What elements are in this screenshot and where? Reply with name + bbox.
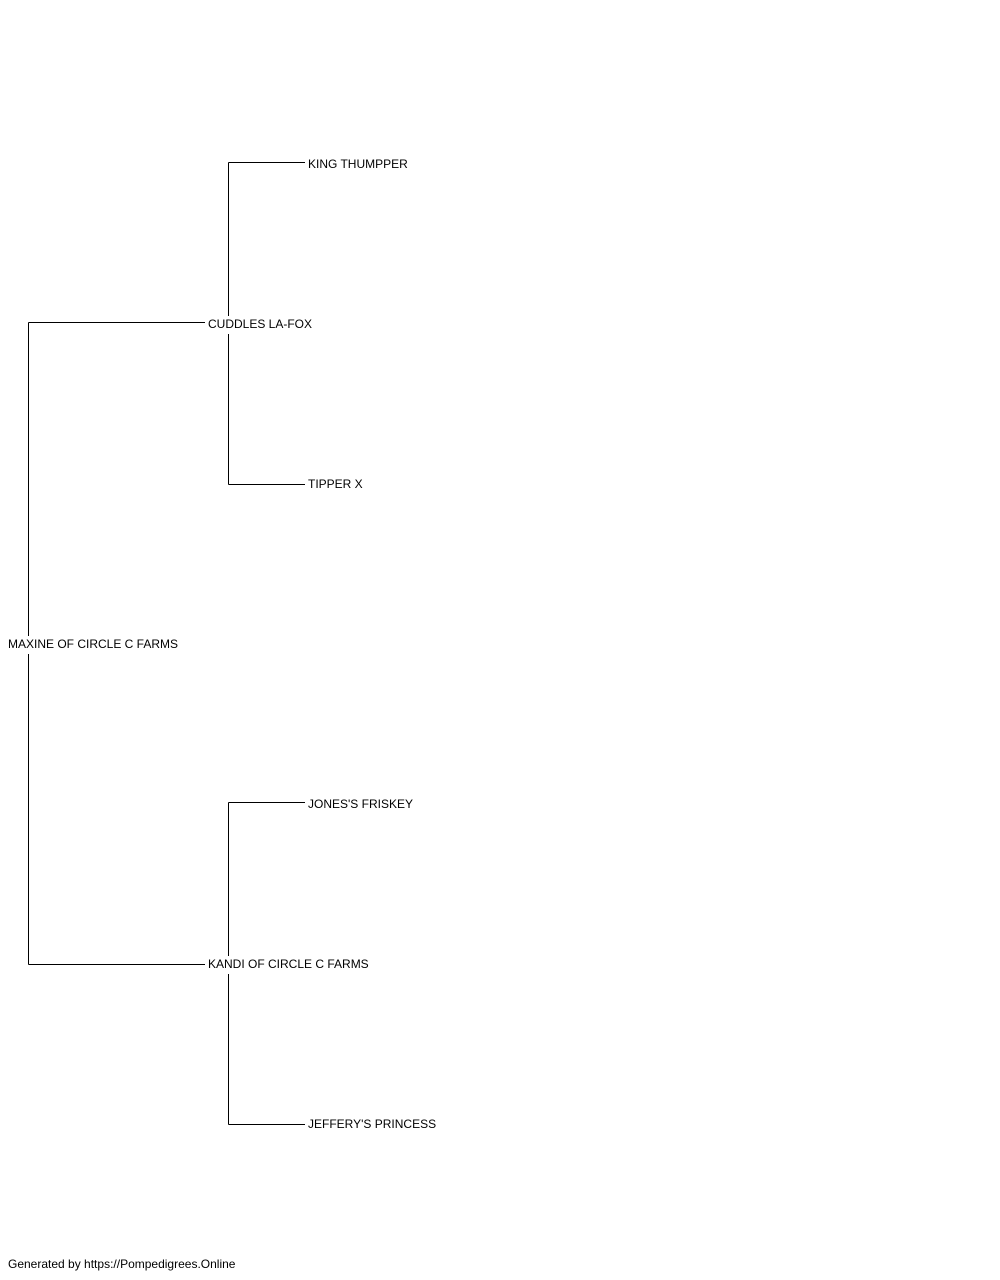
sire-sire-name: KING THUMPPER <box>308 157 408 173</box>
dam-sire-name: JONES'S FRISKEY <box>308 797 413 813</box>
dam-dam-name: JEFFERY'S PRINCESS <box>308 1117 437 1133</box>
generator-footer: Generated by https://Pompedigrees.Online <box>8 1257 236 1271</box>
sire-name: CUDDLES LA-FOX <box>208 317 313 333</box>
sire-dam-name: TIPPER X <box>308 477 363 493</box>
dam-name: KANDI OF CIRCLE C FARMS <box>208 957 369 973</box>
subject-name: MAXINE OF CIRCLE C FARMS <box>8 637 179 653</box>
